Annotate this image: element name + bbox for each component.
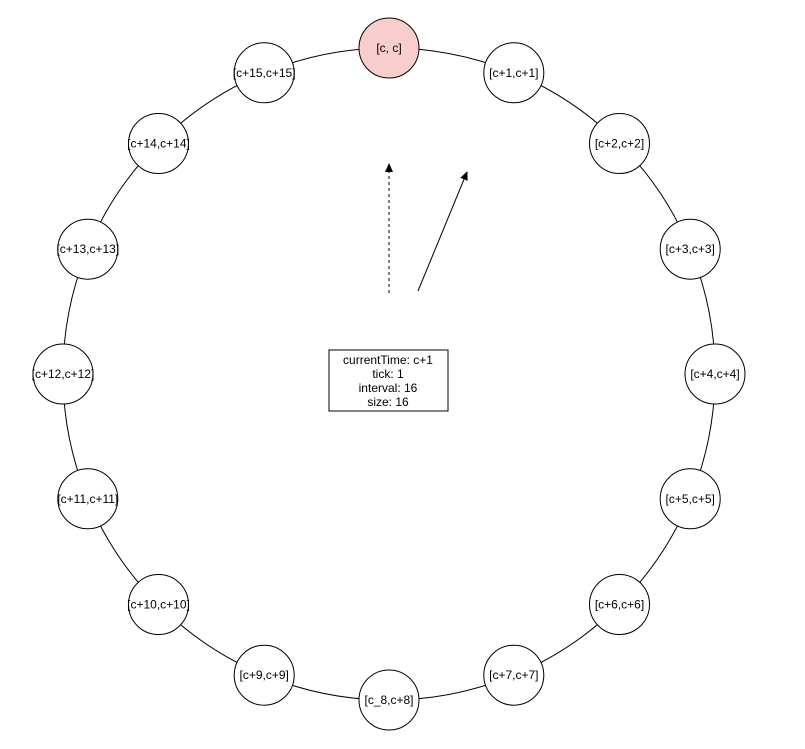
wheel-slot: [c+10,c+10] <box>127 574 190 635</box>
slot-label: [c+3,c+3] <box>666 242 715 256</box>
slot-circle <box>684 343 746 405</box>
slot-label: [c+9,c+9] <box>240 668 289 682</box>
slot-circle <box>128 113 189 174</box>
wheel-slot: [c+4,c+4] <box>684 343 746 405</box>
wheel-slot: [c+14,c+14] <box>127 113 190 174</box>
slot-circle <box>358 669 420 731</box>
wheel-slots: [c, c] [c+1,c+1] [c+2,c+2] [c+3,c+3] [c+4,c+… <box>32 17 746 731</box>
wheel-slot: [c+9,c+9] <box>233 644 295 706</box>
info-size: size: 16 <box>367 395 409 409</box>
slot-label: [c+4,c+4] <box>690 367 739 381</box>
slot-label: [c+12,c+12] <box>32 367 95 381</box>
slot-circle <box>57 218 119 280</box>
slot-circle <box>483 42 545 104</box>
slot-circle <box>128 574 189 635</box>
wheel-slot: [c_8,c+8] <box>358 669 420 731</box>
slot-label: [c_8,c+8] <box>364 693 413 707</box>
slot-label: [c+11,c+11] <box>57 492 118 506</box>
slot-circle <box>57 468 119 530</box>
slot-label: [c, c] <box>376 41 401 55</box>
current-pointer-arrow <box>417 171 468 292</box>
slot-circle <box>32 343 94 405</box>
slot-label: [c+2,c+2] <box>595 137 644 151</box>
wheel-slot: [c+3,c+3] <box>659 218 721 280</box>
slot-label: [c+6,c+6] <box>595 598 644 612</box>
slot-label: [c+10,c+10] <box>127 598 190 612</box>
slot-circle <box>483 644 545 706</box>
wheel-slot: [c+11,c+11] <box>57 468 119 530</box>
slot-circle <box>659 218 721 280</box>
slot-circle <box>358 17 420 79</box>
slot-label: [c+7,c+7] <box>489 668 538 682</box>
slot-label: [c+5,c+5] <box>666 492 715 506</box>
slot-circle <box>659 468 721 530</box>
wheel-slot: [c+1,c+1] <box>483 42 545 104</box>
wheel-slot: [c+15,c+15] <box>233 42 296 104</box>
slot-label: [c+1,c+1] <box>489 66 538 80</box>
wheel-slot: [c+2,c+2] <box>589 113 650 174</box>
slot-label: [c+14,c+14] <box>127 137 190 151</box>
slot-label: [c+15,c+15] <box>233 66 296 80</box>
wheel-slot: [c+7,c+7] <box>483 644 545 706</box>
slot-circle <box>233 42 295 104</box>
slot-label: [c+13,c+13] <box>56 242 119 256</box>
slot-circle <box>233 644 295 706</box>
wheel-slot: [c+12,c+12] <box>32 343 95 405</box>
info-box: currentTime: c+1 tick: 1 interval: 16 si… <box>328 349 449 412</box>
slot-circle <box>589 574 650 635</box>
wheel-slot: [c+13,c+13] <box>56 218 119 280</box>
wheel-slot: [c, c] <box>358 17 420 79</box>
wheel-slot: [c+6,c+6] <box>589 574 650 635</box>
info-current-time: currentTime: c+1 <box>343 353 433 367</box>
info-tick: tick: 1 <box>372 367 404 381</box>
wheel-slot: [c+5,c+5] <box>659 468 721 530</box>
info-box-frame <box>328 349 449 412</box>
info-interval: interval: 16 <box>359 381 418 395</box>
slot-circle <box>589 113 650 174</box>
